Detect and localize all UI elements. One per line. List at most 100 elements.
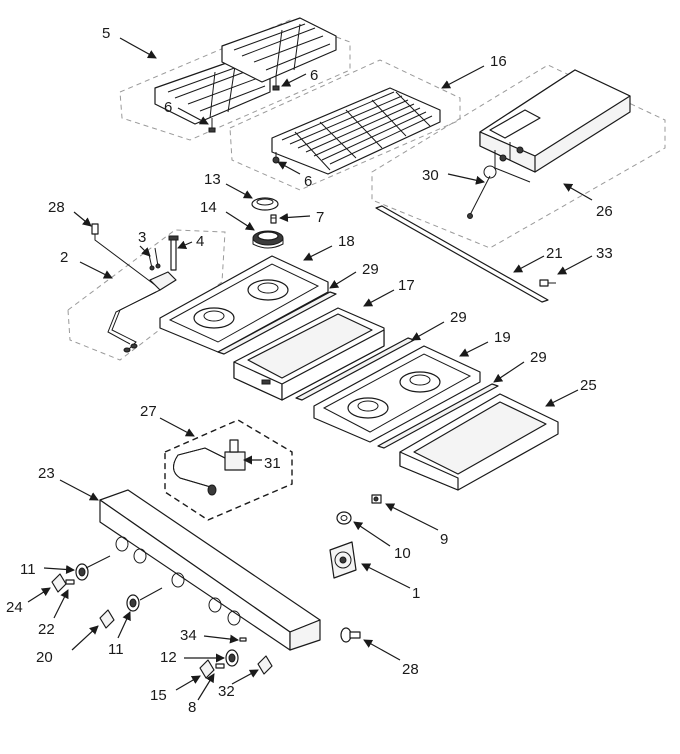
- callout-12: 12: [160, 649, 177, 666]
- callout-4: 4: [196, 233, 204, 250]
- leader-30: [447, 173, 485, 185]
- leader-2: [79, 261, 113, 279]
- leader-13: [225, 183, 253, 199]
- callout-29c: 29: [530, 349, 547, 366]
- side-rail: [375, 205, 549, 303]
- leader-32: [231, 669, 259, 685]
- burner-screw: [270, 214, 277, 224]
- leader-28a: [73, 211, 92, 227]
- leader-6b: [177, 107, 209, 125]
- burner-valve-tubing: [91, 223, 179, 353]
- leader-21: [513, 255, 545, 273]
- gas-manifold: [173, 439, 246, 496]
- callout-26: 26: [596, 203, 613, 220]
- control-panel: [99, 489, 321, 651]
- callout-15: 15: [150, 687, 167, 704]
- callout-2: 2: [60, 249, 68, 266]
- leader-15: [175, 675, 201, 691]
- ignition-module-1: [329, 541, 357, 579]
- leader-29b: [411, 321, 445, 341]
- callout-7: 7: [316, 209, 324, 226]
- knob-15: [199, 659, 215, 679]
- callout-29a: 29: [362, 261, 379, 278]
- callout-11a: 11: [20, 561, 36, 578]
- leader-3: [139, 245, 151, 257]
- callout-27: 27: [140, 403, 157, 420]
- griddle-pan: [399, 393, 559, 491]
- leader-5: [119, 37, 157, 59]
- callout-6c: 6: [304, 173, 312, 190]
- leader-19: [459, 341, 489, 357]
- knob-bezel-11b: [126, 594, 140, 612]
- leader-6a: [281, 73, 307, 87]
- bezel-12: [225, 649, 239, 667]
- callout-23: 23: [38, 465, 55, 482]
- burner-pan-right: [313, 345, 481, 443]
- leader-26: [563, 183, 593, 201]
- callout-11b: 11: [108, 641, 124, 658]
- callout-6b: 6: [164, 99, 172, 116]
- leader-23: [59, 479, 99, 501]
- screw-34: [239, 637, 247, 642]
- leader-8: [197, 673, 215, 701]
- callout-9: 9: [440, 531, 448, 548]
- callout-29b: 29: [450, 309, 467, 326]
- callout-16: 16: [490, 53, 507, 70]
- callout-32: 32: [218, 683, 235, 700]
- callout-28b: 28: [402, 661, 419, 678]
- grill-grate-assembly-outline: [229, 59, 461, 191]
- callout-24: 24: [6, 599, 23, 616]
- callout-22: 22: [38, 621, 55, 638]
- leader-4: [177, 240, 193, 249]
- leader-17: [363, 289, 395, 307]
- grill-box: [233, 307, 385, 401]
- griddle-burner: [467, 69, 631, 219]
- griddle-assembly-outline: [371, 64, 666, 249]
- callout-10: 10: [394, 545, 411, 562]
- spring-22: [65, 579, 75, 585]
- leader-33: [557, 255, 593, 275]
- callout-34: 34: [180, 627, 197, 644]
- leader-11a: [43, 564, 75, 574]
- callout-17: 17: [398, 277, 415, 294]
- leader-29c: [493, 361, 525, 383]
- callout-31: 31: [264, 455, 281, 472]
- knob-bezel-11a: [75, 563, 89, 581]
- leader-27: [159, 417, 195, 437]
- leader-11b-b: [139, 587, 163, 601]
- leader-34: [203, 634, 239, 644]
- grates-assembly-outline: [119, 19, 351, 141]
- callout-6a: 6: [310, 67, 318, 84]
- callout-13: 13: [204, 171, 221, 188]
- trim-strip-c: [377, 383, 499, 449]
- leader-28b: [363, 639, 401, 661]
- leader-25: [545, 389, 579, 407]
- callout-8: 8: [188, 699, 196, 716]
- callout-28a: 28: [48, 199, 65, 216]
- spring-8: [215, 663, 225, 669]
- burner-valve-assembly-outline: [67, 229, 226, 361]
- callout-21: 21: [546, 245, 563, 262]
- leader-11a-b: [85, 555, 111, 569]
- ignition-switch-9: [371, 494, 382, 504]
- grill-grate: [271, 87, 441, 175]
- leader-29a: [329, 271, 357, 289]
- screw-28-bottom: [340, 627, 361, 643]
- leader-9: [385, 503, 439, 531]
- callout-30: 30: [422, 167, 439, 184]
- leader-1: [361, 563, 411, 589]
- knob-20: [99, 609, 115, 629]
- callout-19: 19: [494, 329, 511, 346]
- callout-3: 3: [138, 229, 146, 246]
- grate-right: [221, 17, 337, 91]
- leader-16: [441, 65, 485, 89]
- leader-24: [27, 587, 51, 603]
- callout-14: 14: [200, 199, 217, 216]
- leader-7: [279, 212, 311, 222]
- rail-screw: [539, 279, 556, 287]
- leader-22: [53, 589, 69, 619]
- callout-1: 1: [412, 585, 420, 602]
- burner-pan-left: [159, 255, 329, 353]
- knob-24: [51, 573, 67, 593]
